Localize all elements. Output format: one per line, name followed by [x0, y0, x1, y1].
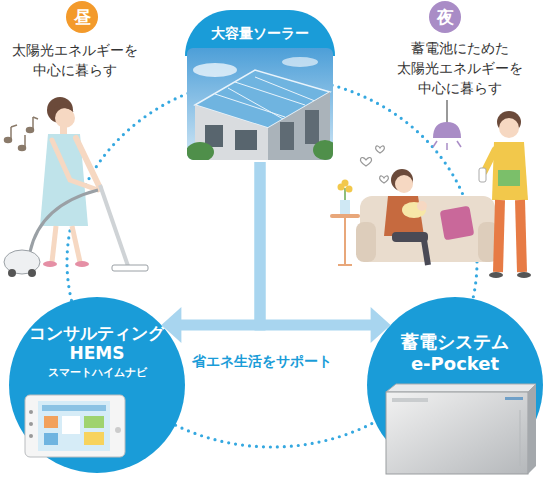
dotted-cycle: [67, 77, 477, 447]
node-text: 蓄電システム e-Pocket: [390, 331, 520, 374]
time-badge: 昼: [66, 1, 98, 33]
node-text: 昼: [66, 1, 98, 33]
arrow-head: [371, 307, 391, 343]
node-text: コンサルティング HEMS: [22, 323, 172, 364]
storage-battery-unit: [386, 384, 536, 474]
arrow-head: [161, 307, 181, 343]
woman-vacuuming: [4, 97, 148, 277]
node-text: 蓄電池にためた 太陽光エネルギーを 中心に暮らす: [385, 38, 535, 98]
arrow-shaft: [260, 162, 373, 325]
circle-text-stack: 蓄電システム e-Pocket: [390, 331, 520, 374]
time-callout: 夜蓄電池にためた 太陽光エネルギーを 中心に暮らす: [375, 0, 540, 100]
node-text: 太陽光エネルギーを 中心に暮らす: [5, 40, 145, 80]
node-text: スマートハイムナビ: [22, 366, 172, 380]
arrow-shaft: [179, 162, 260, 325]
family-evening: [330, 100, 531, 278]
solar-house-photo: [187, 48, 333, 160]
support-label: 省エネ生活をサポート: [152, 352, 372, 370]
time-badge: 夜: [429, 1, 461, 33]
support-arrow: [161, 162, 260, 343]
solar-badge: 大容量ソーラー: [185, 10, 335, 162]
node-text: 夜: [429, 1, 461, 33]
feature-circle: コンサルティング HEMS スマートハイムナビ: [9, 297, 185, 473]
node-text: 大容量ソーラー: [185, 24, 335, 42]
time-callout: 昼太陽光エネルギーを 中心に暮らす: [0, 0, 160, 90]
support-arrow: [260, 162, 391, 343]
circle-text-stack: コンサルティング HEMS スマートハイムナビ: [22, 323, 172, 380]
feature-circle: 蓄電システム e-Pocket: [367, 297, 543, 473]
solar-header: 大容量ソーラー: [185, 10, 335, 56]
hems-monitor: [25, 395, 125, 457]
